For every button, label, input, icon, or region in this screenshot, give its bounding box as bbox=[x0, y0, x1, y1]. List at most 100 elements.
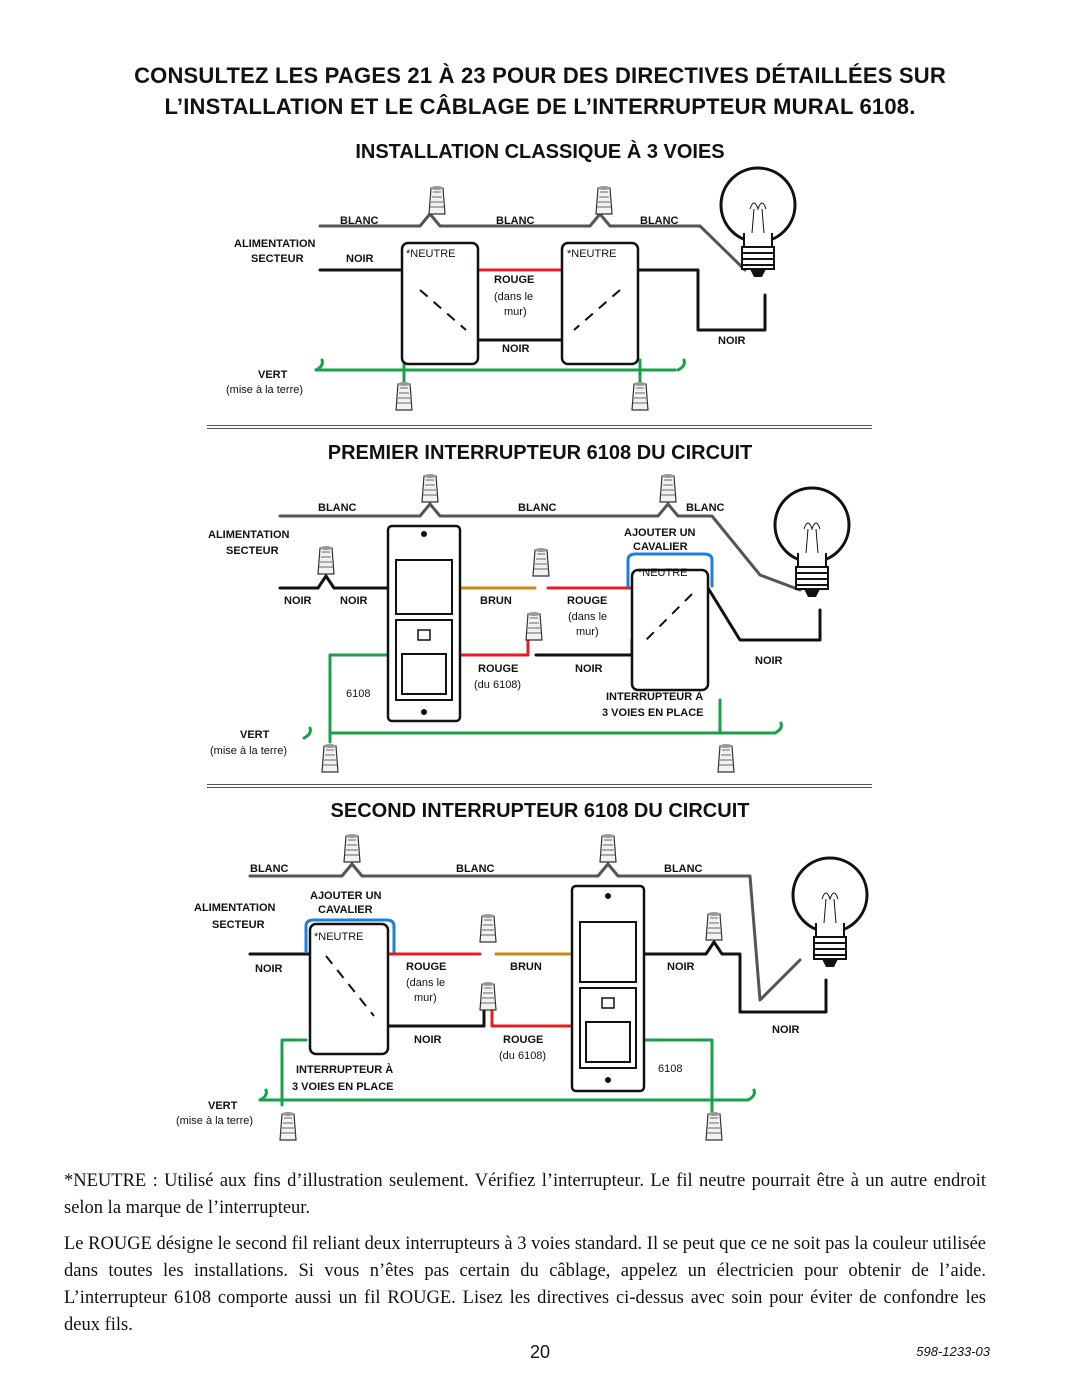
black-supply-wire bbox=[278, 574, 392, 590]
label-dans-le: (dans le bbox=[494, 291, 533, 303]
three-way-switch-left bbox=[400, 241, 480, 366]
label-dans-le: (dans le bbox=[406, 977, 445, 989]
three-way-switch bbox=[630, 568, 710, 692]
wire-nut bbox=[321, 743, 339, 773]
label-noir: NOIR bbox=[772, 1024, 800, 1036]
label-ajouter-un: AJOUTER UN bbox=[624, 527, 696, 539]
document-number: 598-1233-03 bbox=[916, 1344, 990, 1359]
label-noir: NOIR bbox=[718, 335, 746, 347]
label-3-voies-en-place: 3 VOIES EN PLACE bbox=[602, 707, 703, 719]
label-interrupteur-a: INTERRUPTEUR À bbox=[296, 1063, 393, 1076]
label-alimentation: ALIMENTATION bbox=[208, 529, 290, 541]
red-6108-wire bbox=[456, 638, 530, 657]
label-secteur: SECTEUR bbox=[251, 253, 304, 265]
label-blanc: BLANC bbox=[250, 863, 289, 875]
light-bulb-icon bbox=[719, 166, 797, 279]
wire-nut bbox=[717, 743, 735, 773]
label-noir: NOIR bbox=[255, 963, 283, 975]
label-vert: VERT bbox=[258, 369, 288, 381]
label-blanc: BLANC bbox=[456, 863, 495, 875]
label-6108: 6108 bbox=[658, 1063, 682, 1075]
label-vert: VERT bbox=[240, 729, 270, 741]
wire-nut bbox=[525, 611, 543, 641]
wire-nut bbox=[631, 381, 649, 411]
label-blanc: BLANC bbox=[518, 502, 557, 514]
light-bulb-icon bbox=[791, 856, 869, 969]
blue-jumper-wire bbox=[304, 918, 396, 954]
label-neutre: *NEUTRE bbox=[567, 248, 617, 260]
label-secteur: SECTEUR bbox=[226, 545, 279, 557]
label-rouge: ROUGE bbox=[567, 595, 607, 607]
section-divider bbox=[207, 425, 872, 429]
label-noir: NOIR bbox=[755, 655, 783, 667]
label-3-voies-en-place: 3 VOIES EN PLACE bbox=[292, 1081, 393, 1093]
label-brun: BRUN bbox=[510, 961, 542, 973]
label-noir: NOIR bbox=[340, 595, 368, 607]
label-noir: NOIR bbox=[502, 343, 530, 355]
label-blanc: BLANC bbox=[640, 215, 679, 227]
wire-nut bbox=[659, 473, 677, 503]
label-dans-le: (dans le bbox=[568, 611, 607, 623]
light-bulb-icon bbox=[773, 486, 851, 599]
wire-nut bbox=[705, 1111, 723, 1141]
label-blanc: BLANC bbox=[664, 863, 703, 875]
page-number: 20 bbox=[529, 1342, 551, 1362]
three-way-switch-right bbox=[560, 241, 640, 366]
three-way-switch bbox=[308, 922, 390, 1056]
label-neutre: *NEUTRE bbox=[314, 931, 364, 943]
wire-nut bbox=[532, 547, 550, 577]
label-du-6108: (du 6108) bbox=[474, 679, 521, 691]
diagram-2-title: PREMIER INTERRUPTEUR 6108 DU CIRCUIT bbox=[327, 442, 753, 464]
label-mur: mur) bbox=[414, 992, 437, 1004]
label-noir: NOIR bbox=[284, 595, 312, 607]
page-heading-line-2: L’INSTALLATION ET LE CÂBLAGE DE L’INTERR… bbox=[164, 94, 916, 119]
label-blanc: BLANC bbox=[318, 502, 357, 514]
label-noir: NOIR bbox=[414, 1034, 442, 1046]
label-rouge: ROUGE bbox=[503, 1034, 543, 1046]
black-traveler-wire bbox=[534, 638, 634, 657]
wire-nut bbox=[421, 473, 439, 503]
label-ajouter-un: AJOUTER UN bbox=[310, 890, 382, 902]
wire-nut bbox=[428, 185, 446, 215]
label-rouge: ROUGE bbox=[406, 961, 446, 973]
label-brun: BRUN bbox=[480, 595, 512, 607]
label-alimentation: ALIMENTATION bbox=[234, 238, 316, 250]
diagram-3-title: SECOND INTERRUPTEUR 6108 DU CIRCUIT bbox=[330, 800, 750, 822]
label-mur: mur) bbox=[504, 306, 527, 318]
label-rouge: ROUGE bbox=[494, 274, 534, 286]
ground-wire-3way bbox=[280, 1038, 308, 1107]
label-rouge: ROUGE bbox=[478, 663, 518, 675]
white-wire bbox=[248, 862, 802, 1002]
label-alimentation: ALIMENTATION bbox=[194, 902, 276, 914]
section-divider bbox=[207, 784, 872, 788]
black-load-wire bbox=[636, 268, 767, 332]
page-heading-line-1: CONSULTEZ LES PAGES 21 À 23 POUR DES DIR… bbox=[134, 63, 946, 88]
wire-nut bbox=[343, 833, 361, 863]
wire-nut bbox=[317, 545, 335, 575]
wire-nut bbox=[395, 381, 413, 411]
wire-nut bbox=[705, 911, 723, 941]
ground-wire-6108 bbox=[640, 1038, 714, 1122]
label-du-6108: (du 6108) bbox=[499, 1050, 546, 1062]
label-vert: VERT bbox=[208, 1100, 238, 1112]
ground-wire-6108 bbox=[328, 653, 392, 744]
label-mur: mur) bbox=[576, 626, 599, 638]
label-noir: NOIR bbox=[575, 663, 603, 675]
white-wire bbox=[318, 212, 747, 272]
label-blanc: BLANC bbox=[496, 215, 535, 227]
label-cavalier: CAVALIER bbox=[318, 904, 373, 916]
footnote-neutre: *NEUTRE : Utilisé aux fins d’illustratio… bbox=[64, 1171, 986, 1218]
label-cavalier: CAVALIER bbox=[633, 541, 688, 553]
label-neutre: *NEUTRE bbox=[638, 567, 688, 579]
label-mise-a-la-terre: (mise à la terre) bbox=[210, 745, 287, 757]
label-noir: NOIR bbox=[667, 961, 695, 973]
label-blanc: BLANC bbox=[340, 215, 379, 227]
label-noir: NOIR bbox=[346, 253, 374, 265]
diagram-classic-3-way: BLANC BLANC BLANC ALIMENTATION SECTEUR N… bbox=[226, 166, 797, 411]
label-mise-a-la-terre: (mise à la terre) bbox=[226, 384, 303, 396]
wire-nut bbox=[479, 981, 497, 1011]
black-load-wire bbox=[642, 940, 828, 1014]
label-mise-a-la-terre: (mise à la terre) bbox=[176, 1115, 253, 1127]
wire-nut bbox=[599, 833, 617, 863]
diagram-second-6108: BLANC BLANC BLANC AJOUTER UN CAVALIER AL… bbox=[176, 833, 869, 1141]
